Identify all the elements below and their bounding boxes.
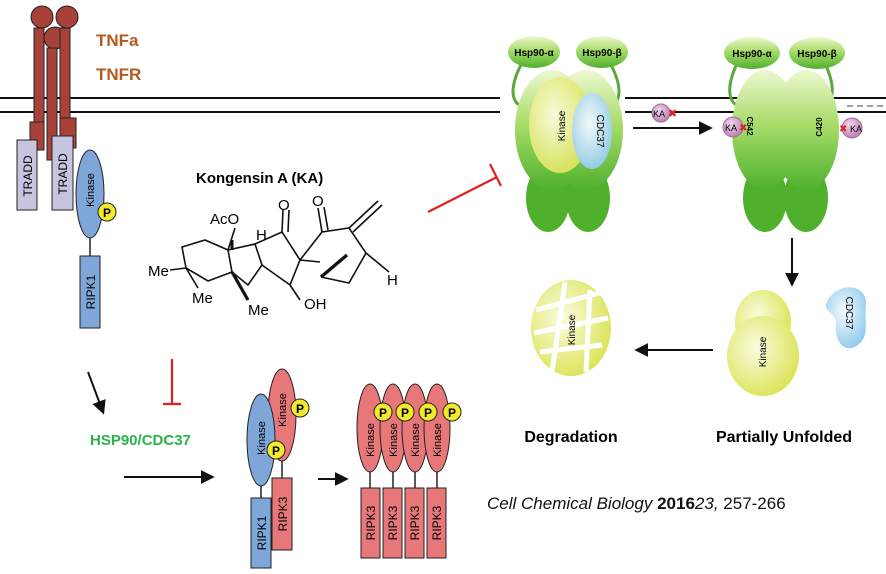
svg-text:RIPK3: RIPK3: [408, 505, 422, 540]
me-label-1: Me: [148, 263, 169, 280]
svg-text:RIPK1: RIPK1: [84, 274, 98, 309]
ripk3-oligomer: Kinase Kinase Kinase Kinase P P P P RIPK…: [356, 383, 462, 559]
svg-text:KA: KA: [653, 109, 665, 119]
tnfr-label: TNFR: [96, 65, 141, 84]
h-label-2: H: [387, 272, 398, 289]
svg-text:C542: C542: [745, 116, 754, 136]
o-label-2: O: [312, 193, 324, 210]
svg-text:TRADD: TRADD: [21, 155, 35, 197]
citation-volume: 23,: [694, 494, 719, 513]
svg-text:KA: KA: [850, 124, 862, 134]
svg-text:P: P: [401, 406, 409, 420]
svg-text:Hsp90-α: Hsp90-α: [514, 48, 554, 59]
ka-small: KA ✖: [651, 103, 677, 123]
degraded-kinase: Kinase: [531, 280, 611, 376]
svg-text:Kinase: Kinase: [410, 423, 422, 457]
svg-text:Kinase: Kinase: [388, 423, 400, 457]
oh-label: OH: [304, 296, 327, 313]
o-label-1: O: [278, 197, 290, 214]
svg-text:Kinase: Kinase: [277, 393, 289, 427]
inhibition-necroptosis: [163, 359, 181, 406]
svg-text:RIPK3: RIPK3: [276, 496, 290, 531]
svg-text:Kinase: Kinase: [365, 423, 377, 457]
h-label-1: H: [256, 227, 267, 244]
svg-text:P: P: [103, 206, 111, 220]
svg-text:P: P: [296, 402, 304, 416]
svg-text:Kinase: Kinase: [85, 173, 97, 207]
citation-pages: 257-266: [723, 494, 786, 513]
cdc37-released: CDC37: [825, 287, 867, 349]
me-label-3: Me: [248, 302, 269, 319]
tradd-left: TRADD: [16, 139, 38, 211]
arrow-down: [87, 371, 106, 415]
svg-text:Hsp90-α: Hsp90-α: [732, 49, 772, 60]
aco-label: AcO: [210, 211, 239, 228]
svg-text:RIPK1: RIPK1: [255, 515, 269, 550]
svg-text:Hsp90-β: Hsp90-β: [582, 48, 621, 59]
kongensin-a-structure: [169, 200, 390, 301]
svg-text:P: P: [379, 406, 387, 420]
svg-text:CDC37: CDC37: [594, 115, 605, 148]
svg-text:P: P: [448, 406, 456, 420]
citation-journal: Cell Chemical Biology: [487, 494, 653, 513]
citation-year: 2016: [657, 494, 695, 513]
svg-text:Kinase: Kinase: [256, 421, 268, 455]
degradation-label: Degradation: [524, 429, 617, 446]
svg-text:RIPK3: RIPK3: [430, 505, 444, 540]
svg-text:TRADD: TRADD: [56, 153, 70, 195]
svg-text:Hsp90-β: Hsp90-β: [797, 49, 836, 60]
svg-text:P: P: [272, 444, 280, 458]
svg-text:CDC37: CDC37: [843, 297, 854, 330]
ripk1-ripk3-complex: Kinase Kinase P P RIPK1 RIPK3: [246, 368, 310, 569]
svg-text:RIPK3: RIPK3: [364, 505, 378, 540]
svg-text:RIPK3: RIPK3: [386, 505, 400, 540]
hsp90-cdc37-label: HSP90/CDC37: [90, 432, 191, 449]
svg-text:KA: KA: [725, 123, 737, 133]
svg-text:C420: C420: [815, 117, 824, 137]
svg-text:Kinase: Kinase: [758, 336, 769, 367]
svg-text:✖: ✖: [739, 123, 747, 134]
ripk1-top: Kinase P RIPK1: [75, 149, 117, 329]
compound-title: Kongensin A (KA): [196, 170, 323, 187]
citation: Cell Chemical Biology 201623, 257-266: [487, 494, 786, 514]
svg-text:Kinase: Kinase: [567, 314, 578, 345]
svg-text:Kinase: Kinase: [557, 110, 568, 141]
hsp90-kinase-cdc37-complex: Hsp90-α Hsp90-β Kinase CDC37: [508, 36, 628, 232]
svg-text:P: P: [424, 406, 432, 420]
svg-text:✖: ✖: [668, 108, 677, 120]
me-label-2: Me: [192, 290, 213, 307]
svg-text:✖: ✖: [839, 124, 847, 135]
svg-text:Kinase: Kinase: [432, 423, 444, 457]
tnfa-label: TNFa: [96, 31, 139, 50]
partially-unfolded-kinase: Kinase: [727, 290, 799, 396]
partially-unfolded-label: Partially Unfolded: [716, 429, 852, 446]
hsp90-ka-bound: Hsp90-α Hsp90-β C542 C420 KA ✖ KA ✖: [722, 37, 863, 232]
inhibition-hsp90: [427, 163, 502, 213]
tradd-right: TRADD: [51, 135, 74, 211]
